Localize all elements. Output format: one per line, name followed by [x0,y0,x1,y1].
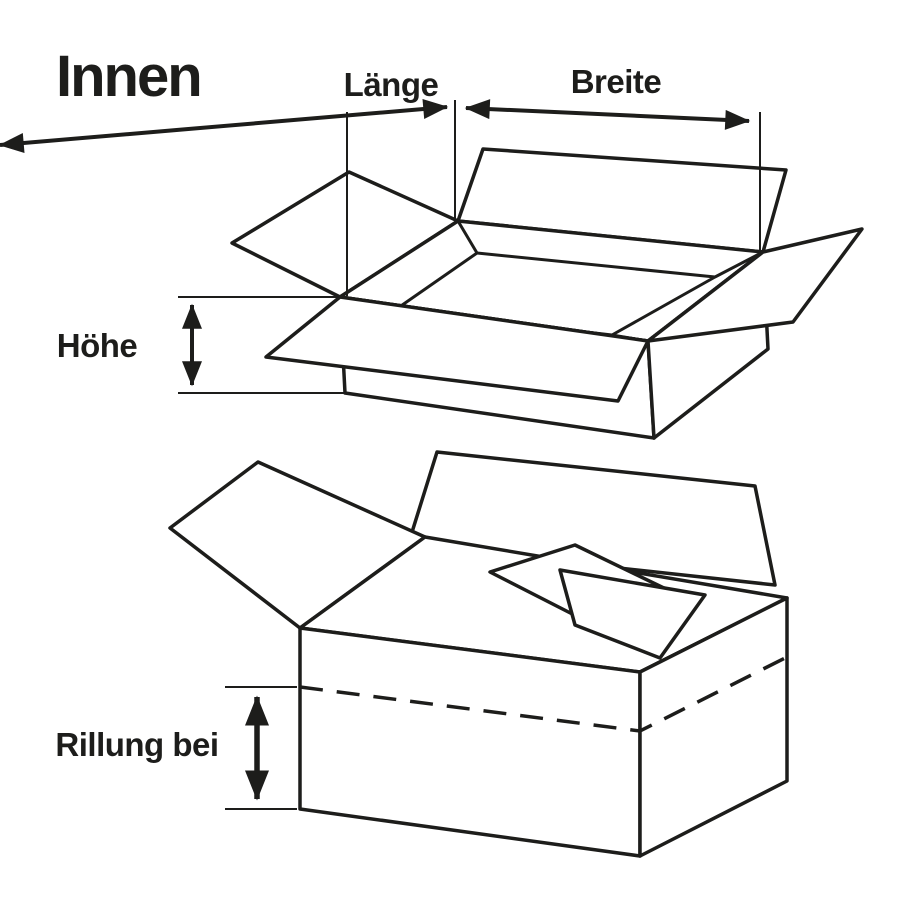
bottom-box-right-face [638,596,789,858]
bottom-box-folded-flap [558,568,707,660]
top-box [230,147,864,440]
rillung-label: Rillung bei [55,726,218,763]
page-title: Innen [56,44,201,109]
bottom-box [168,450,789,858]
dimension-hoehe: Höhe [57,296,345,394]
laenge-arrow [0,99,449,153]
crease-dashed-line [299,655,788,733]
top-box-right-flap [646,227,864,343]
dimension-breite: Breite [464,63,761,250]
laenge-label: Länge [344,66,439,103]
dimension-laenge: Länge [0,66,456,296]
hoehe-label: Höhe [57,327,138,364]
dimension-rillung: Rillung bei [55,686,297,810]
rillung-extension-lines [225,686,297,810]
breite-arrow [464,99,751,130]
top-box-front-flap [264,295,650,403]
breite-label: Breite [571,63,662,100]
hoehe-extension-lines [178,296,345,394]
